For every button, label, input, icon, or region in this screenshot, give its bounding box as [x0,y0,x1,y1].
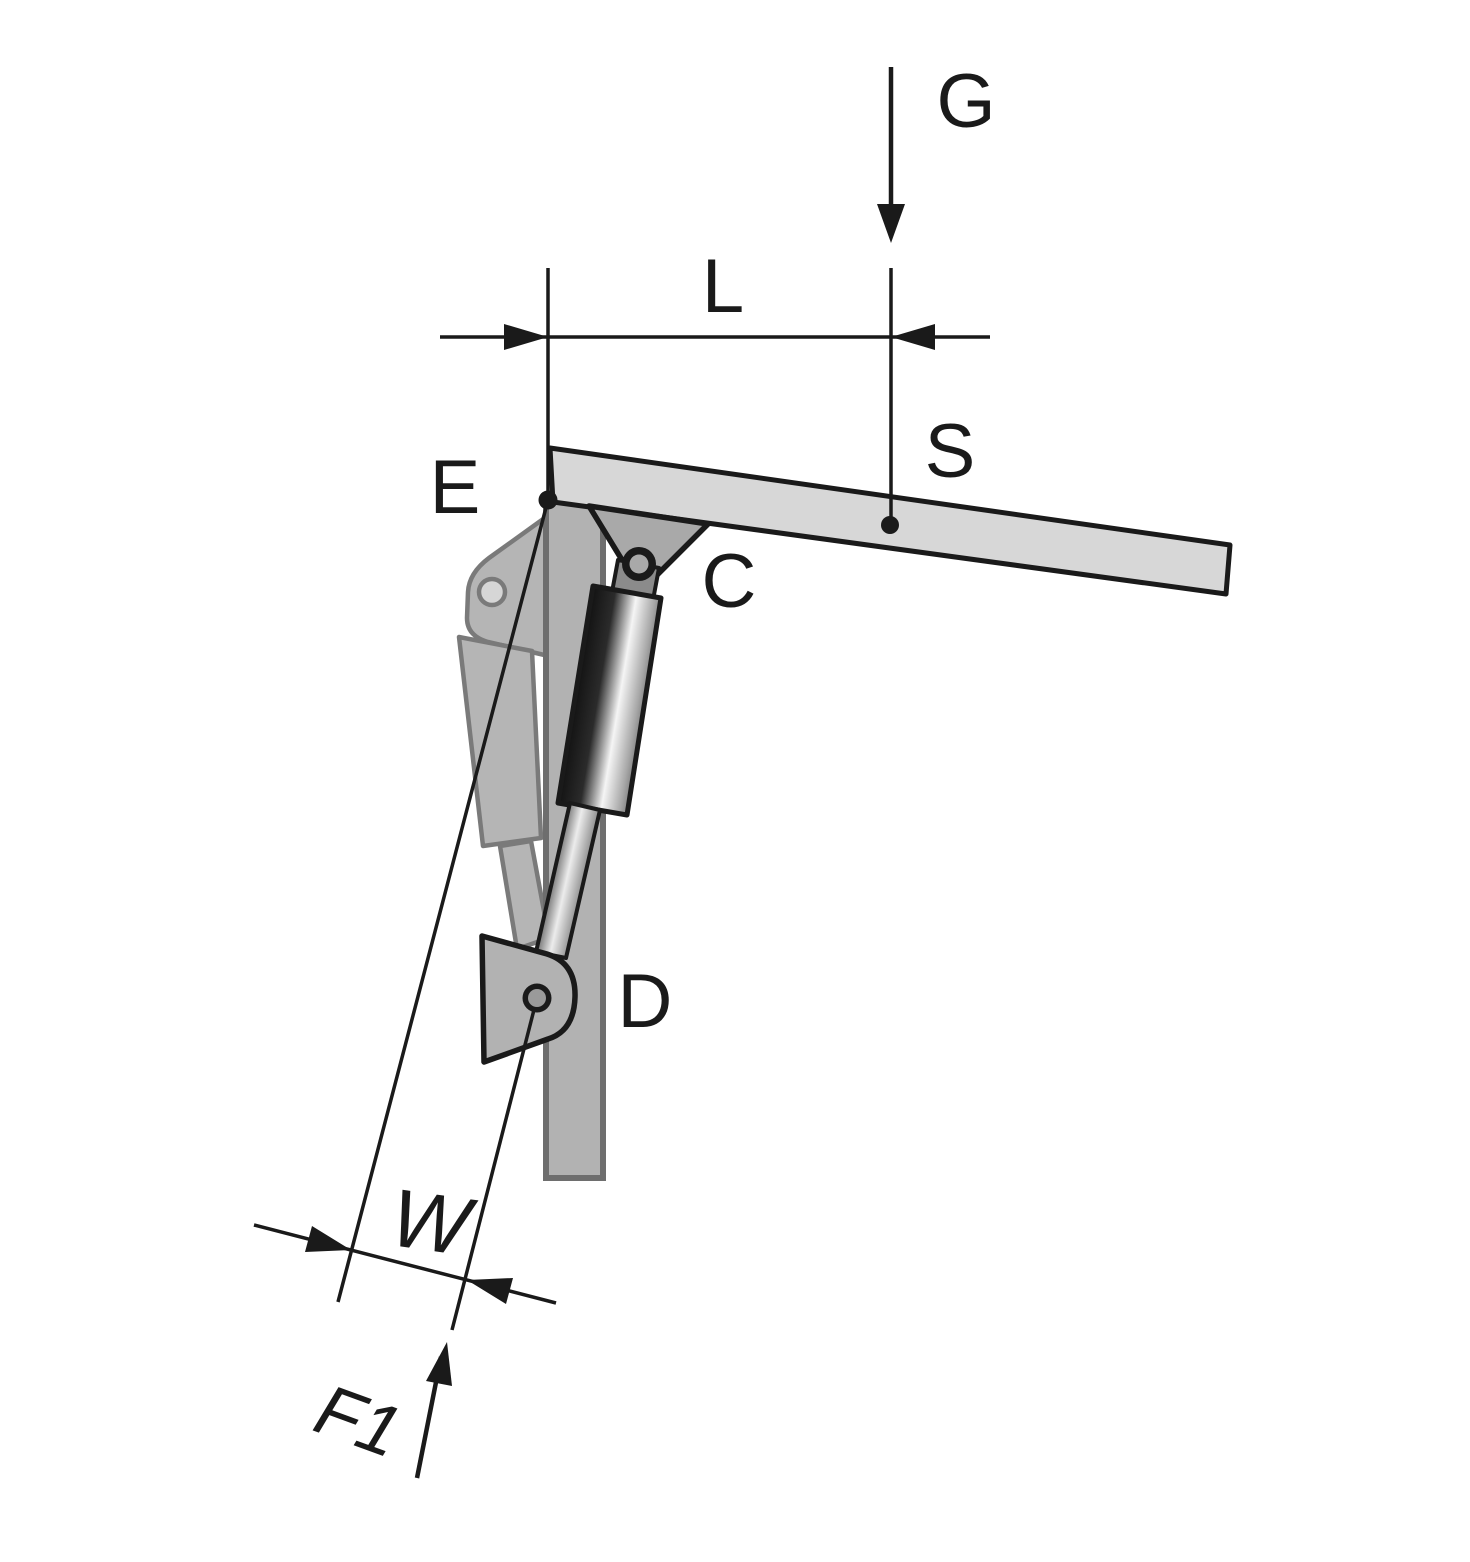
force-f1-label: F1 [305,1369,411,1473]
dimension-w-label: W [385,1172,481,1274]
lever-line-e [336,499,550,1303]
piston-rod [534,801,602,960]
linkage-assembly [456,509,556,952]
force-g-label: G [936,59,995,144]
bracket-c [586,503,711,594]
dimension-w-arrow-left [305,1226,351,1252]
point-s-label: S [925,409,976,494]
dimension-l-label: L [702,244,744,329]
dimension-w-arrow-right [467,1278,513,1304]
point-s-dot [881,516,899,534]
point-c-label: C [702,539,757,624]
dimension-l-arrow-left [504,324,548,350]
force-f1-arrowhead [426,1342,452,1386]
link-arm [456,634,544,849]
force-g-arrowhead [877,204,905,243]
link-plate-hole [476,576,508,608]
pivot-d-center [528,989,546,1007]
force-line-d [450,997,539,1331]
dimension-l-arrow-right [891,324,935,350]
point-e-dot [538,490,558,510]
pivot-c-center [629,554,649,574]
point-e-label: E [430,445,481,530]
point-d-label: D [618,959,673,1044]
gas-spring-body [555,583,664,818]
